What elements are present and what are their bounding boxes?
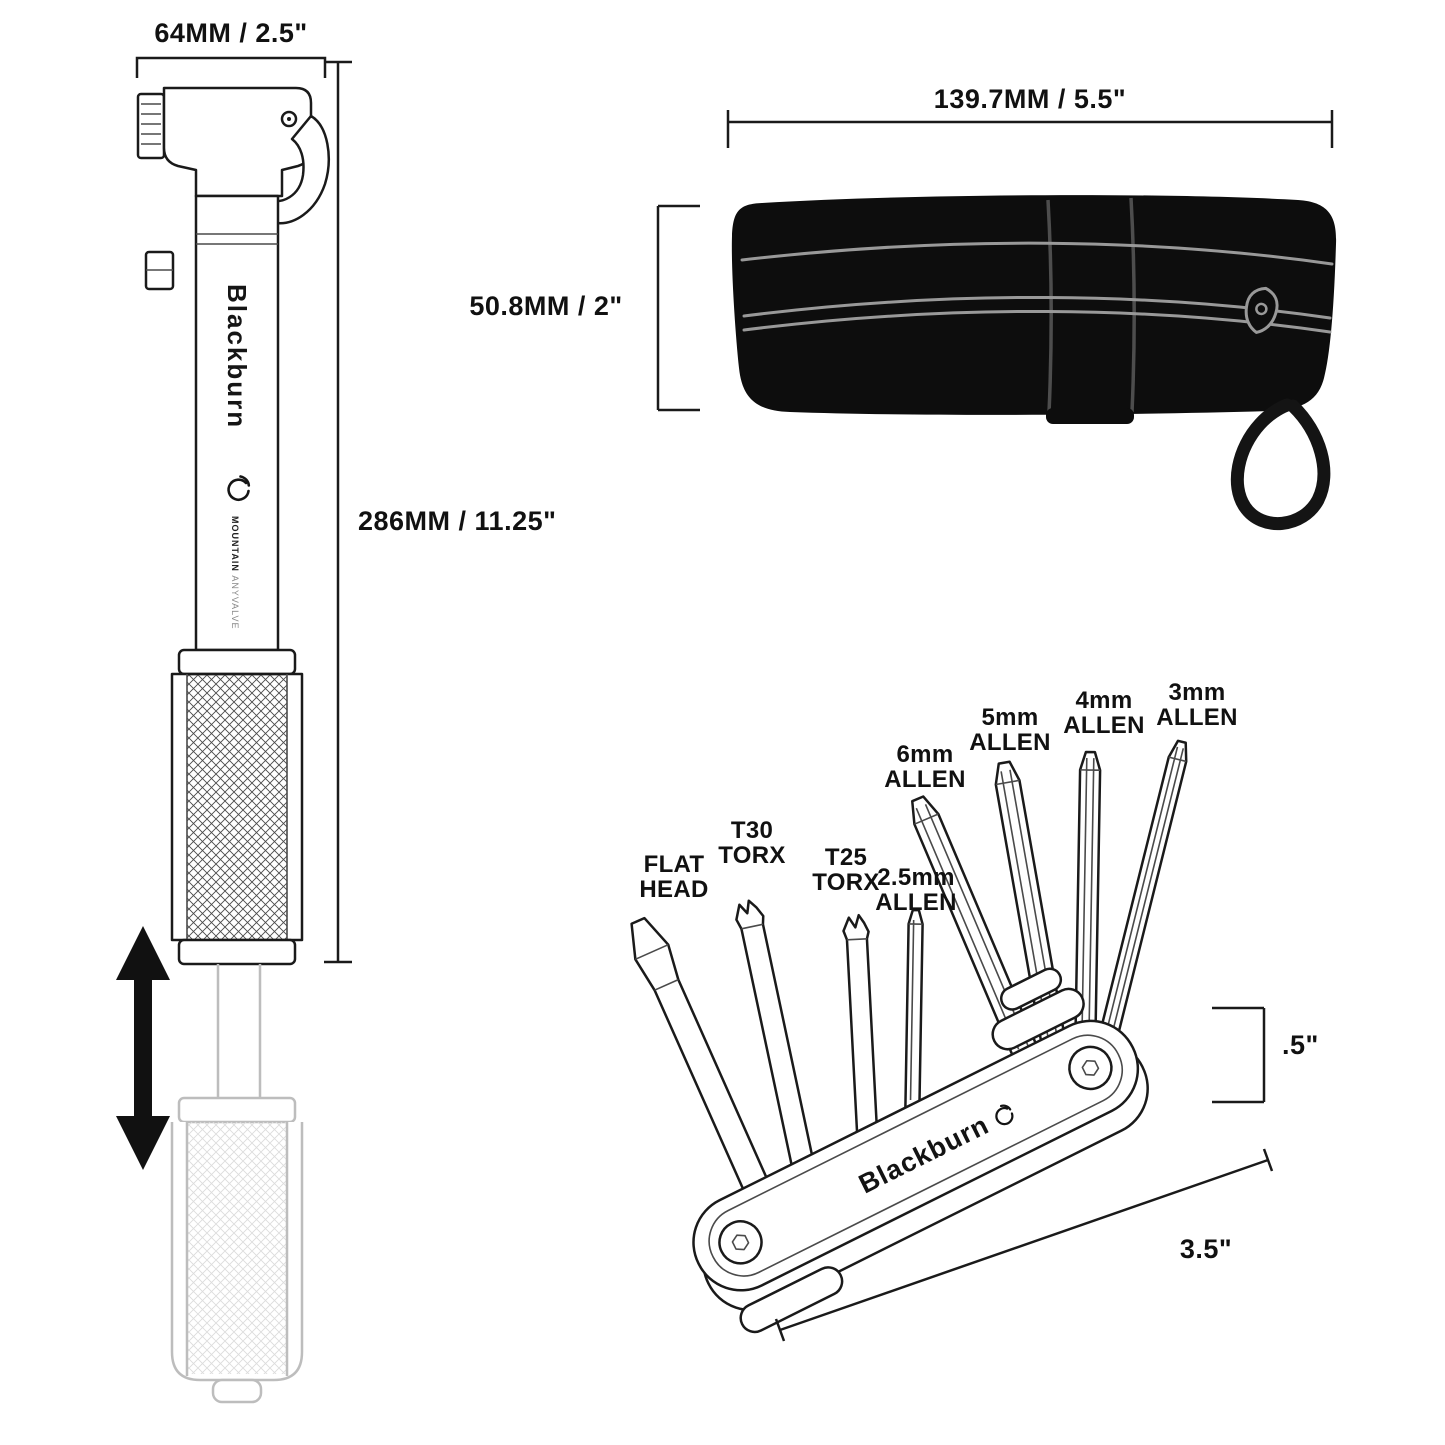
blackburn-flame-icon: [227, 475, 251, 501]
tool-label-line: 4mm: [1075, 687, 1133, 714]
bag-height-dimension: 50.8MM / 2": [469, 291, 623, 321]
tool-label-line: ALLEN: [969, 729, 1051, 757]
bag-height-dimension-line: [656, 204, 700, 412]
pump-brand-wordmark: Blackburn: [222, 284, 252, 430]
allen-2-5mm-tool: [903, 908, 924, 1132]
tool-label-t30-torx: T30 TORX: [718, 818, 785, 869]
tool-label-line: TORX: [718, 842, 786, 870]
bag-strap-loop: [1230, 398, 1331, 531]
pump-width-dimension-line: [135, 56, 327, 78]
tool-label-line: HEAD: [639, 876, 709, 904]
bag-strap: [1046, 199, 1053, 414]
stroke-direction-arrow: [116, 926, 170, 1170]
tool-label-line: 2.5mm: [877, 864, 955, 891]
pump-model-primary: MOUNTAIN: [230, 516, 240, 572]
bag-illustration: [656, 110, 1337, 531]
pump-model-secondary: ANYVALVE: [230, 575, 240, 630]
t30-torx-tool: [735, 899, 818, 1179]
bag-width-dimension-line: [726, 110, 1334, 148]
allen-3mm-tool: [1092, 739, 1188, 1066]
bag-width-dimension: 139.7MM / 5.5": [933, 84, 1127, 114]
pivot-bolt-left: [718, 1220, 763, 1265]
multitool-body: [692, 967, 1149, 1334]
pump-length-dimension-line: [324, 60, 352, 964]
pump-length-dimension: 286MM / 11.25": [358, 506, 557, 536]
tool-label-line: T30: [730, 817, 774, 844]
bag-body: [731, 195, 1337, 415]
pump-head: [162, 86, 313, 198]
tool-label-line: FLAT: [643, 851, 705, 878]
tool-label-allen-4mm: 4mm ALLEN: [1063, 688, 1145, 739]
folded-tool-bottom: [739, 1266, 844, 1334]
tool-label-line: T25: [824, 844, 868, 871]
tool-thickness-dimension: .5": [1282, 1030, 1319, 1060]
pump-collar-top: [177, 648, 297, 676]
tool-length-dimension: 3.5": [1179, 1234, 1233, 1264]
bag-zipper-pull: [1244, 286, 1279, 335]
tool-label-line: 3mm: [1168, 679, 1226, 706]
pump-extended-ghost: [170, 964, 304, 1404]
tool-label-line: ALLEN: [884, 766, 966, 794]
tool-label-flat-head: FLAT HEAD: [639, 852, 708, 903]
tool-label-line: 6mm: [896, 741, 954, 768]
pump-width-dimension: 64MM / 2.5": [154, 18, 308, 48]
folded-tool-top: [991, 987, 1085, 1051]
tool-label-line: TORX: [812, 869, 880, 897]
tool-label-allen-2-5mm: 2.5mm ALLEN: [875, 865, 957, 916]
tool-label-line: ALLEN: [1063, 712, 1145, 740]
tool-brand-wordmark: Blackburn: [854, 1096, 1022, 1201]
t25-torx-tool: [842, 913, 880, 1152]
tool-label-line: 5mm: [981, 704, 1039, 731]
tool-label-line: ALLEN: [875, 889, 957, 917]
tool-thickness-dimension-line: [1212, 1006, 1266, 1104]
flat-head-tool: [630, 916, 774, 1202]
pump-collar-bottom: [177, 938, 297, 966]
multitool-illustration: [630, 739, 1274, 1342]
tool-label-line: ALLEN: [1156, 704, 1238, 732]
tool-label-t25-torx: T25 TORX: [812, 845, 879, 896]
tool-label-allen-6mm: 6mm ALLEN: [884, 742, 966, 793]
pump-illustration: [116, 56, 352, 1404]
pump-model-text: MOUNTAIN ANYVALVE: [230, 516, 240, 630]
tool-label-allen-3mm: 3mm ALLEN: [1156, 680, 1238, 731]
tool-length-dimension-line: [774, 1148, 1274, 1342]
bag-top-seam: [740, 241, 1334, 266]
pivot-bolt-right: [1068, 1045, 1113, 1091]
blackburn-flame-icon: [995, 1104, 1014, 1125]
tool-label-allen-5mm: 5mm ALLEN: [969, 705, 1051, 756]
